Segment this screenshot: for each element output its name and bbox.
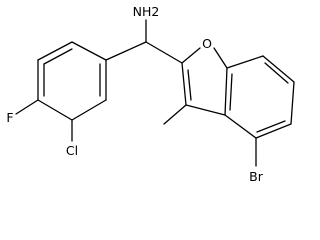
double-bond-inner (43, 48, 73, 65)
bond (255, 123, 292, 139)
bond (224, 114, 257, 139)
structure-diagram: NH2 O F Cl Br (6, 4, 295, 184)
bond-c2-o (181, 47, 201, 64)
furan-ring (181, 47, 228, 116)
benzo-ring (224, 55, 295, 139)
bromine-label: Br (249, 169, 264, 184)
bond-phenyl-ch (105, 41, 147, 61)
bond (224, 67, 228, 116)
bond (71, 99, 107, 121)
bond-c2-c3 (181, 62, 187, 106)
bond (37, 41, 73, 61)
double-bond-inner (256, 120, 286, 133)
bond (262, 55, 295, 83)
bond-ch-furan (145, 41, 183, 64)
chlorofluorophenyl-ring (37, 41, 107, 121)
bond (290, 81, 295, 125)
bond (71, 41, 107, 61)
oxygen-label: O (202, 36, 212, 51)
bond (226, 55, 264, 69)
double-bond-inner (264, 62, 289, 84)
bond (37, 99, 73, 121)
fluorine-label: F (6, 110, 13, 125)
double-bond-inner (187, 69, 192, 101)
chlorine-label: Cl (66, 143, 78, 158)
bond-c3-c3a (185, 104, 226, 116)
molecule-drawing: NH2 O F Cl Br (6, 4, 295, 184)
amine-label: NH2 (133, 4, 160, 19)
double-bond-inner (229, 73, 233, 111)
bond-methyl (163, 104, 187, 125)
bond-to-f (15, 99, 39, 115)
bond-o-c7a (213, 47, 228, 69)
